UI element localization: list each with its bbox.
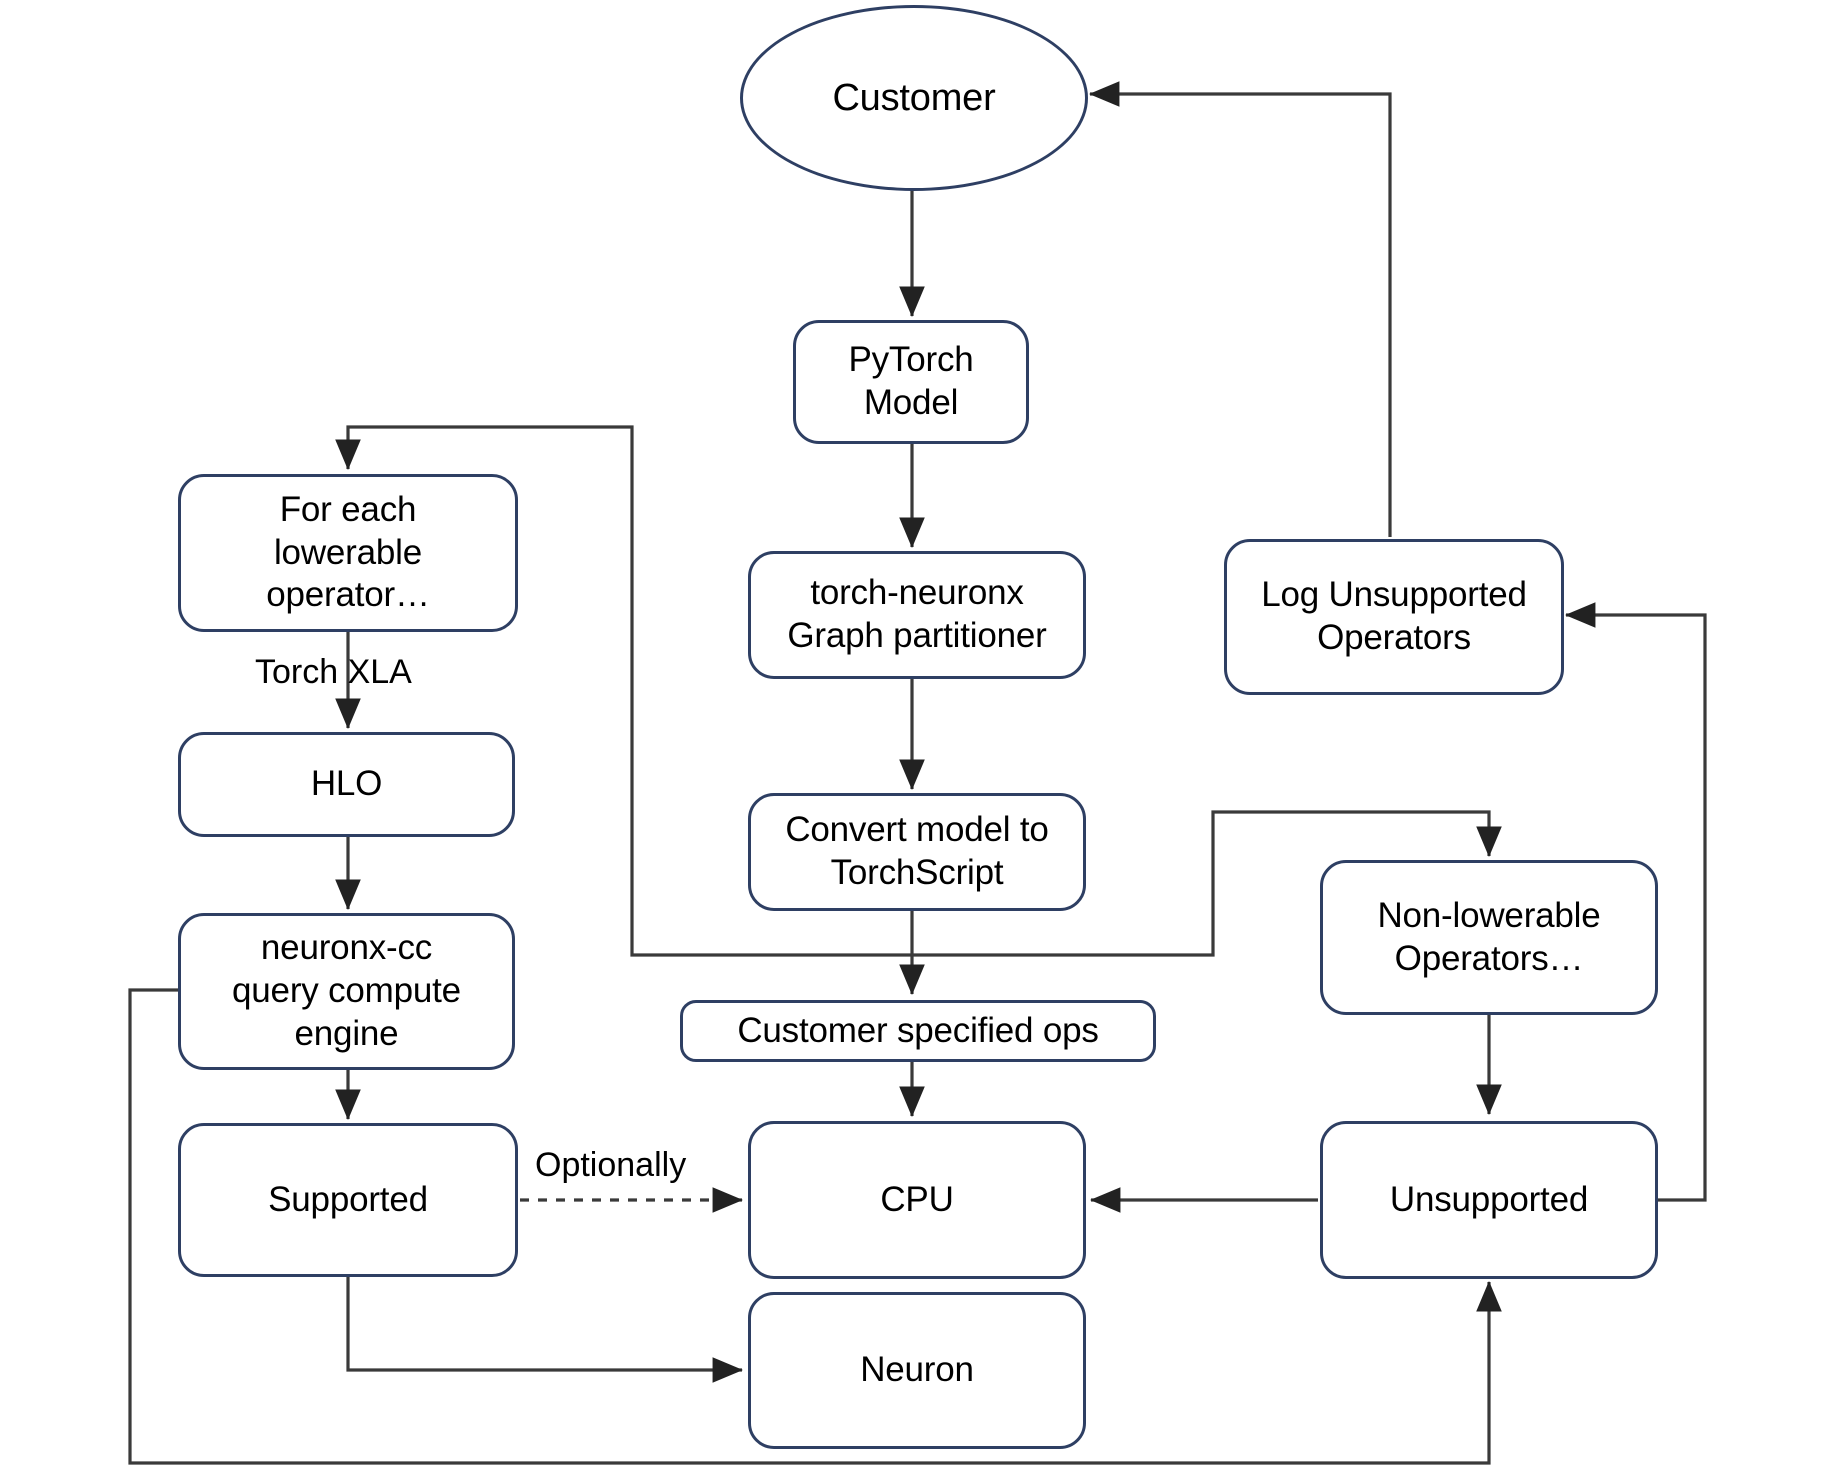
node-unsupported[interactable]: Unsupported: [1320, 1121, 1658, 1279]
node-neuronx-cc[interactable]: neuronx-cc query compute engine: [178, 913, 515, 1070]
node-graph-partitioner[interactable]: torch-neuronx Graph partitioner: [748, 551, 1086, 679]
node-for-each-lowerable-operator[interactable]: For each lowerable operator…: [178, 474, 518, 632]
node-customer[interactable]: Customer: [740, 5, 1088, 191]
node-hlo[interactable]: HLO: [178, 732, 515, 837]
edge-label-torch-xla: Torch XLA: [255, 653, 412, 691]
node-pytorch-model[interactable]: PyTorch Model: [793, 320, 1029, 444]
edge-log-unsupported-to-customer: [1089, 81, 1392, 537]
node-convert-model[interactable]: Convert model to TorchScript: [748, 793, 1086, 911]
node-log-unsupported-operators[interactable]: Log Unsupported Operators: [1224, 539, 1564, 695]
node-customer-specified-ops[interactable]: Customer specified ops: [680, 1000, 1156, 1062]
node-non-lowerable-operators[interactable]: Non-lowerable Operators…: [1320, 860, 1658, 1015]
node-cpu[interactable]: CPU: [748, 1121, 1086, 1279]
edge-supported-to-neuron: [346, 1275, 743, 1383]
node-supported[interactable]: Supported: [178, 1123, 518, 1277]
node-neuron[interactable]: Neuron: [748, 1292, 1086, 1449]
edge-label-optionally: Optionally: [535, 1146, 687, 1184]
